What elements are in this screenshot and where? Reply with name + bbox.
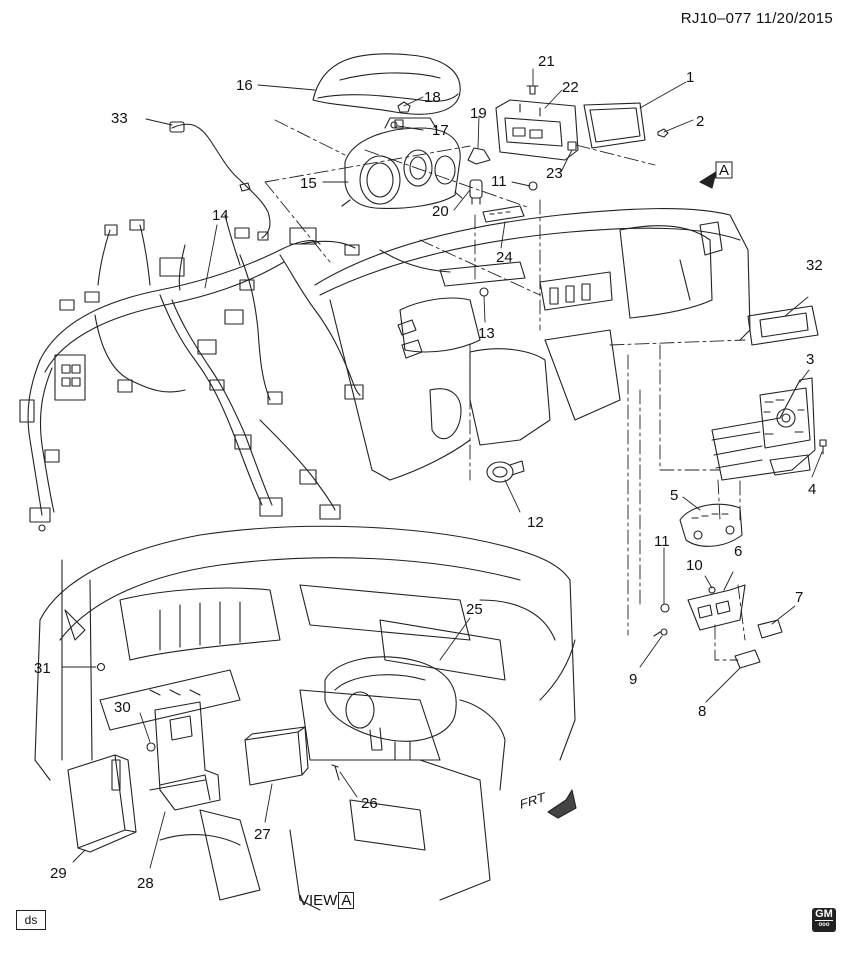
- arrow-a-box: [715, 161, 733, 179]
- callout-11-lower: 11: [654, 533, 670, 550]
- callout-20: 20: [432, 203, 449, 220]
- part-16-cluster-hood: [312, 53, 461, 115]
- part-24-switch: [482, 205, 525, 223]
- arrow-a-label: A: [719, 162, 729, 179]
- part-29-module: [67, 754, 137, 853]
- part-17-screw: [390, 121, 398, 129]
- gm-logo-text: GM: [815, 908, 833, 920]
- callout-18: 18: [424, 89, 441, 106]
- callout-27: 27: [254, 826, 271, 843]
- callout-7: 7: [795, 589, 803, 606]
- callout-26: 26: [361, 795, 378, 812]
- callout-17: 17: [432, 122, 449, 139]
- callout-15: 15: [300, 175, 317, 192]
- part-30-nut: [146, 742, 156, 752]
- callout-12: 12: [527, 514, 544, 531]
- part-1-display: [583, 102, 646, 149]
- instrument-panel: [314, 208, 751, 481]
- part-2-screw: [657, 128, 669, 138]
- callout-21: 21: [538, 53, 555, 70]
- callout-25: 25: [466, 601, 483, 618]
- callout-numbers: 1 2 3 4 5 6 7 8 9 10 11 11 12 13 14 15 1…: [34, 53, 823, 892]
- callout-4: 4: [808, 481, 816, 498]
- callout-11-upper: 11: [491, 173, 507, 190]
- part-7-switch: [757, 619, 783, 639]
- diagram-reference-code: RJ10–077 11/20/2015: [680, 10, 833, 27]
- part-5-switch-bezel: [679, 503, 743, 547]
- callout-1: 1: [686, 69, 694, 86]
- view-a-underdash: [34, 525, 576, 911]
- callout-10: 10: [686, 557, 703, 574]
- view-label-letter: A: [338, 892, 355, 909]
- part-14-wiring-harness: [19, 214, 364, 532]
- part-18-clip: [397, 101, 411, 113]
- callout-16: 16: [236, 77, 253, 94]
- callout-14: 14: [212, 207, 229, 224]
- part-31-screw: [96, 662, 106, 672]
- callout-6: 6: [734, 543, 742, 560]
- part-27-module: [244, 726, 309, 786]
- front-direction-arrow: [547, 789, 577, 819]
- callout-33: 33: [111, 110, 128, 127]
- part-22-display-bracket: [495, 99, 579, 161]
- callout-32: 32: [806, 257, 823, 274]
- part-23-nut: [567, 141, 577, 151]
- part-4-screw: [819, 439, 827, 455]
- part-10-screw: [708, 586, 716, 594]
- callout-2: 2: [696, 113, 704, 130]
- callout-28: 28: [137, 875, 154, 892]
- callout-3: 3: [806, 351, 814, 368]
- view-label-text: VIEW: [299, 892, 338, 909]
- part-9-screw: [653, 628, 668, 637]
- part-15-instrument-cluster: [341, 117, 463, 209]
- callout-5: 5: [670, 487, 678, 504]
- part-32-module: [747, 305, 819, 346]
- callout-30: 30: [114, 699, 131, 716]
- part-26-bolt: [331, 764, 340, 781]
- part-12-switch: [486, 460, 525, 483]
- gm-logo-subtext: ooo: [815, 920, 833, 929]
- callout-31: 31: [34, 660, 51, 677]
- callout-23: 23: [546, 165, 563, 182]
- callout-29: 29: [50, 865, 67, 882]
- center-lines: [264, 119, 746, 661]
- callout-13: 13: [478, 325, 495, 342]
- callout-9: 9: [629, 671, 637, 688]
- part-28-bracket: [149, 701, 221, 811]
- callout-24: 24: [496, 249, 513, 266]
- part-13-nut: [479, 287, 489, 297]
- part-11-nut-lower: [660, 603, 670, 613]
- view-a-leader-lines: [61, 617, 471, 869]
- part-21-screw: [526, 85, 539, 95]
- callout-22: 22: [562, 79, 579, 96]
- part-33-cable: [169, 121, 271, 241]
- part-25-knee-airbag: [324, 656, 457, 761]
- leader-lines: [145, 68, 823, 703]
- callout-8: 8: [698, 703, 706, 720]
- part-20-sensor: [469, 179, 483, 205]
- part-6-switch-panel: [687, 584, 746, 631]
- part-19-sensor-cover: [467, 147, 491, 165]
- part-8-switch: [734, 649, 761, 669]
- ds-tag: ds: [16, 910, 46, 930]
- gm-logo: GM ooo: [812, 908, 836, 932]
- part-3-radio-control: [711, 377, 816, 481]
- callout-19: 19: [470, 105, 487, 122]
